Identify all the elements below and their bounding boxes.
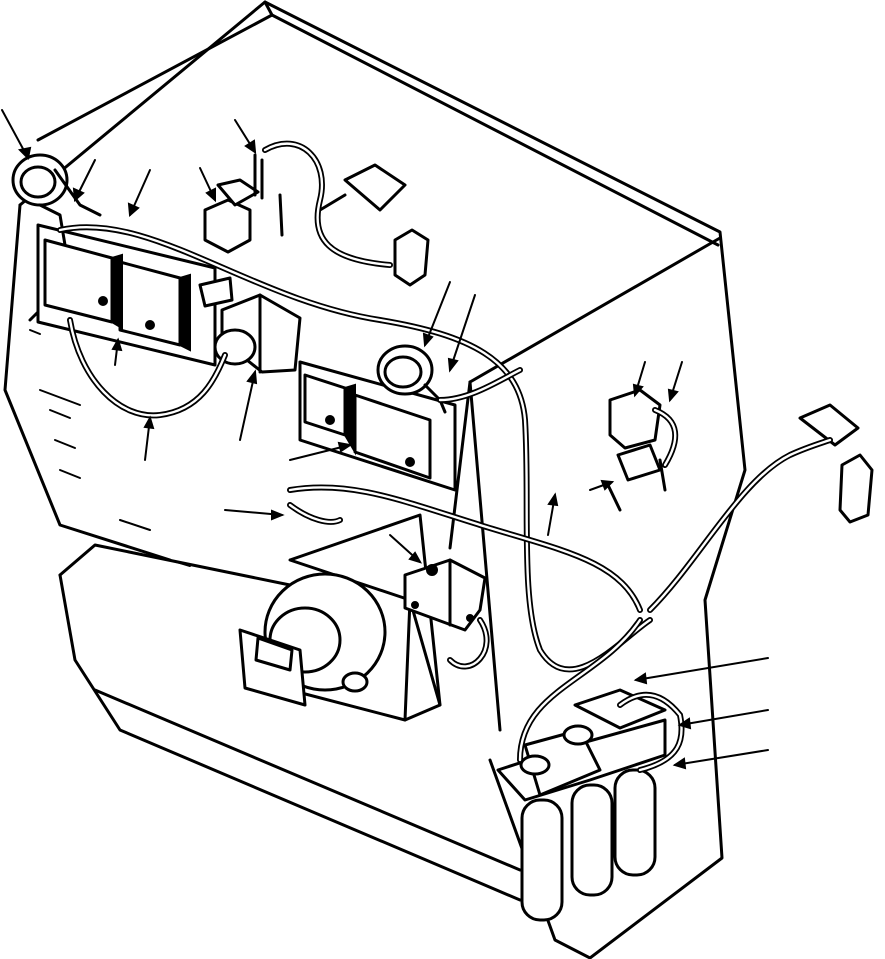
relay-block — [403, 558, 487, 632]
connector-right-1 — [798, 403, 860, 447]
callout-3 — [127, 169, 151, 218]
callout-11 — [447, 294, 476, 373]
callout-arrows — [1, 109, 769, 770]
connector-right-2 — [838, 453, 874, 524]
callout-5 — [199, 167, 216, 203]
callout-7 — [143, 415, 155, 461]
callout-20 — [672, 749, 769, 770]
connector-upper-2 — [393, 228, 430, 287]
work-light-left — [11, 153, 102, 247]
callout-16 — [667, 361, 683, 403]
solenoid-valve-right — [606, 388, 667, 512]
wiring-harness — [57, 140, 833, 773]
cab-housing — [3, 0, 747, 959]
middle-control-panel — [298, 360, 457, 492]
callout-15 — [632, 361, 646, 398]
solenoid-valve-top — [203, 153, 284, 254]
callout-2 — [72, 159, 96, 203]
connector-upper-1 — [318, 163, 407, 212]
upper-control-panel — [36, 223, 234, 367]
callout-4 — [234, 119, 257, 154]
callout-10 — [422, 281, 451, 348]
callout-17 — [589, 479, 615, 491]
callout-19 — [677, 709, 769, 730]
callout-6 — [111, 337, 123, 366]
callout-1 — [1, 109, 32, 161]
engine-housing — [58, 513, 522, 902]
callout-12 — [224, 509, 285, 521]
callout-9 — [289, 441, 353, 461]
callout-14 — [547, 492, 559, 536]
center-switch-box — [213, 293, 302, 374]
filter-canisters — [496, 688, 667, 922]
callout-13 — [389, 534, 423, 564]
callout-18 — [633, 657, 769, 685]
callout-8 — [239, 369, 258, 441]
